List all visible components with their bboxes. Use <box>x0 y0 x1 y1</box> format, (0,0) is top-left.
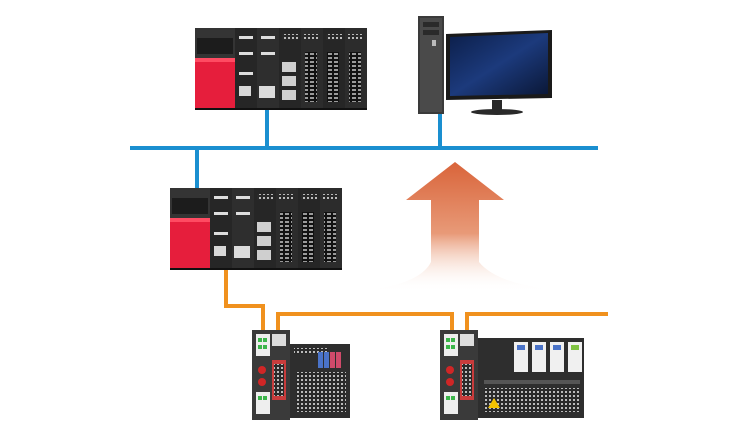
pc-monitor <box>446 30 552 115</box>
upward-arrow <box>345 162 580 292</box>
pc-tower <box>418 16 444 114</box>
upper-plc <box>195 28 367 110</box>
upper-network <box>130 110 598 188</box>
field-network-link-io1 <box>276 312 454 330</box>
field-network <box>224 270 608 330</box>
field-network-link-io2 <box>465 312 608 330</box>
remote-io-module-1 <box>252 330 350 420</box>
middle-plc <box>170 188 342 270</box>
remote-io-module-2 <box>440 330 584 420</box>
pc-workstation <box>418 16 552 115</box>
field-network-trunk <box>224 270 265 330</box>
